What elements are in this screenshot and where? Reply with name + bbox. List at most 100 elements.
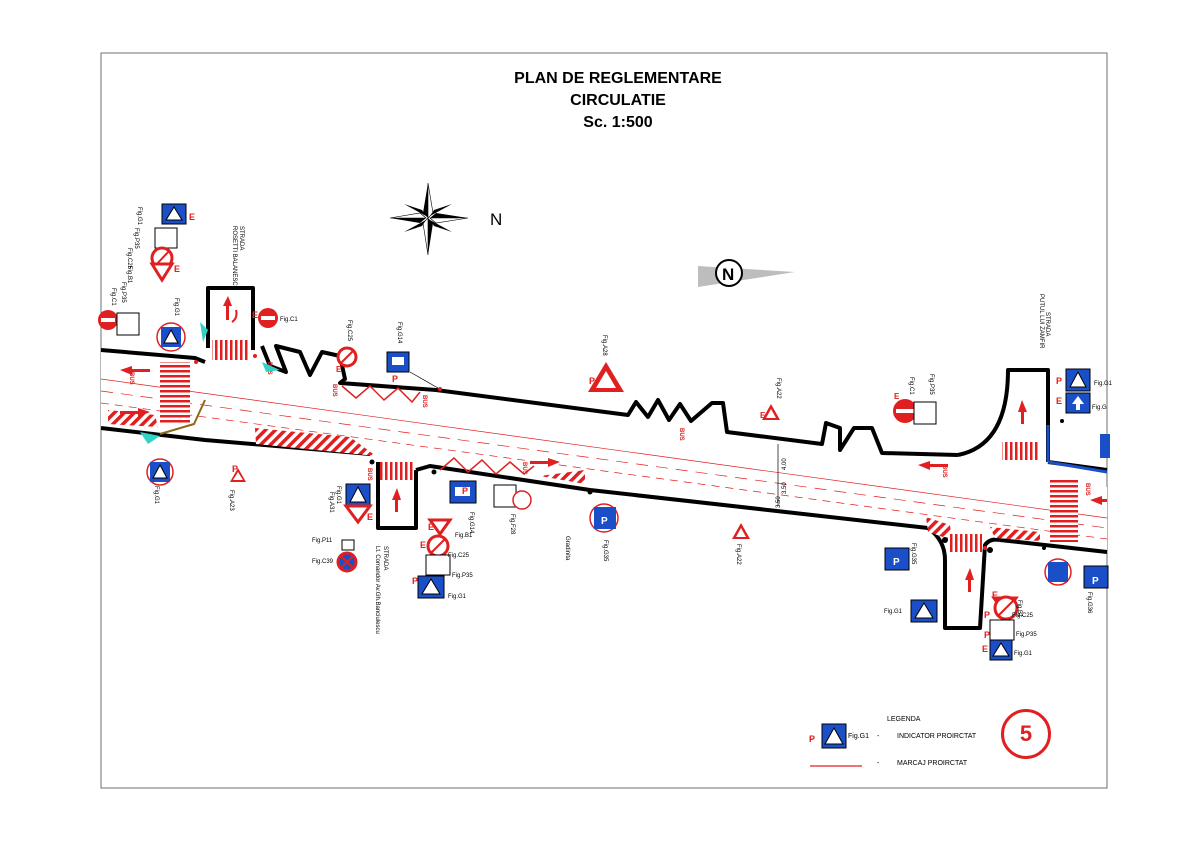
page-number-badge: 5 (1001, 709, 1051, 759)
svg-text:BUS: BUS (421, 395, 427, 408)
sign-g14-top[interactable] (386, 351, 410, 373)
sign-rosetti-c1[interactable] (258, 308, 278, 328)
legend: - P (809, 723, 862, 767)
svg-text:STRADA: STRADA (1044, 312, 1050, 336)
sign-nw-g1[interactable] (161, 203, 187, 225)
svg-text:P: P (232, 464, 238, 474)
north-arrow-letter: N (722, 265, 734, 284)
gradinita-label: Gradinita (564, 536, 570, 561)
sign-a28-top[interactable] (588, 362, 624, 392)
svg-text:Fig.A22: Fig.A22 (775, 378, 781, 399)
sign-se-g1[interactable] (910, 599, 938, 623)
svg-text:Fig.G1: Fig.G1 (1094, 381, 1113, 387)
svg-text:P: P (412, 576, 418, 586)
svg-text:Fig.C1: Fig.C1 (908, 377, 914, 395)
svg-text:Fig.P35: Fig.P35 (452, 573, 473, 579)
svg-text:E: E (367, 512, 373, 522)
title-line-2: CIRCULATIE (570, 92, 666, 109)
svg-text:P: P (984, 610, 990, 620)
sign-w-p35[interactable] (116, 312, 140, 336)
sign-posts (194, 354, 987, 550)
hatched-areas (108, 410, 1040, 541)
svg-text:Fig.C1: Fig.C1 (110, 288, 116, 306)
svg-text:Fig.P35: Fig.P35 (120, 282, 126, 303)
svg-text:Fig.G14: Fig.G14 (396, 322, 402, 344)
sign-nw-b1[interactable] (149, 262, 175, 283)
sign-a22-top[interactable] (762, 404, 780, 420)
svg-text:Fig.A23: Fig.A23 (228, 490, 234, 511)
sign-c25-top[interactable] (336, 346, 358, 368)
sign-sw-g1[interactable] (146, 458, 174, 486)
svg-text:BUS: BUS (1084, 483, 1090, 496)
svg-text:Fig.F28: Fig.F28 (509, 514, 515, 535)
compass-rose: N (389, 182, 502, 256)
street-rosetti-label: STRADA ROSETTI BALANESCU (231, 226, 244, 290)
svg-text:E: E (760, 411, 766, 420)
svg-text:Fig.C25: Fig.C25 (346, 320, 352, 342)
sign-s-b1[interactable] (427, 518, 453, 537)
svg-text:BUS: BUS (678, 428, 684, 441)
south-kerb (100, 426, 1108, 630)
sign-se-c25[interactable] (993, 595, 1019, 621)
sign-se-g35[interactable] (884, 547, 910, 571)
sign-nw-p35[interactable] (154, 227, 178, 249)
w-sign-labels: Fig.C1 Fig.P35 Fig.G1 (110, 282, 179, 317)
svg-text:Fig.G1: Fig.G1 (1014, 651, 1033, 657)
sign-c1-east[interactable] (893, 399, 917, 423)
svg-text:BUS: BUS (941, 465, 947, 478)
svg-text:BUS: BUS (521, 462, 527, 475)
svg-text:Fig.P11: Fig.P11 (312, 538, 333, 544)
svg-text:Fig.A22: Fig.A22 (735, 544, 741, 565)
svg-text:P: P (601, 516, 608, 527)
svg-text:Fig.C39: Fig.C39 (312, 559, 334, 565)
svg-text:Fig.B1: Fig.B1 (1016, 600, 1022, 618)
svg-text:P: P (809, 734, 815, 744)
sign-ne-g1[interactable] (1065, 368, 1091, 392)
svg-text:Fig.C25: Fig.C25 (448, 553, 470, 559)
sign-com-c39[interactable] (336, 551, 358, 573)
sign-com-a31[interactable] (343, 504, 373, 525)
svg-text:P: P (462, 486, 468, 496)
sign-s-f28[interactable] (493, 484, 532, 510)
svg-text:Fig.G1: Fig.G1 (136, 207, 142, 226)
sign-s-p35[interactable] (425, 554, 451, 576)
sign-s-c25[interactable] (426, 534, 450, 558)
legend-sign-dash: - (877, 733, 880, 740)
svg-text:-: - (810, 734, 813, 744)
sign-s-g35[interactable] (589, 503, 619, 533)
svg-text:E: E (252, 310, 258, 320)
svg-text:Fig.G1: Fig.G1 (884, 609, 903, 615)
sign-p35-east[interactable] (913, 401, 937, 425)
svg-text:ROSETTI BALANESCU: ROSETTI BALANESCU (231, 226, 237, 290)
sign-sw-a23[interactable] (230, 468, 246, 482)
sign-com-g1[interactable] (345, 483, 371, 507)
svg-text:P: P (589, 376, 595, 386)
sign-s-g14[interactable] (449, 480, 477, 504)
sign-ne-g[interactable] (1065, 392, 1091, 414)
legend-sign-fig: Fig.G1 (848, 733, 870, 740)
sign-e-edge[interactable] (1100, 434, 1110, 458)
sign-s-g1[interactable] (417, 575, 445, 599)
svg-text:E: E (420, 540, 426, 550)
svg-text:Fig.G1: Fig.G1 (335, 486, 341, 505)
refuge-islands (140, 322, 280, 444)
svg-text:Fig.P35: Fig.P35 (1016, 632, 1037, 638)
legend-line-dash: - (877, 760, 880, 767)
svg-text:E: E (1056, 396, 1062, 406)
svg-text:E: E (894, 392, 900, 401)
sign-e-g36[interactable] (1044, 558, 1109, 589)
sign-com-p11[interactable] (341, 539, 355, 551)
sign-s-a22[interactable] (732, 523, 750, 539)
sign-w-c1[interactable] (98, 310, 118, 330)
svg-text:STRADA: STRADA (238, 226, 244, 250)
svg-text:P: P (1056, 376, 1062, 386)
svg-text:Fig.B1: Fig.B1 (455, 533, 473, 539)
legend-heading: LEGENDA (887, 716, 921, 723)
svg-text:BUS: BUS (331, 384, 337, 397)
sign-se-p35[interactable] (989, 619, 1015, 641)
svg-text:E: E (992, 590, 998, 600)
svg-text:P: P (1092, 576, 1099, 587)
svg-text:STRADA: STRADA (382, 546, 388, 570)
sign-w-g1[interactable] (156, 322, 186, 352)
sign-se-g1b[interactable] (989, 639, 1013, 661)
